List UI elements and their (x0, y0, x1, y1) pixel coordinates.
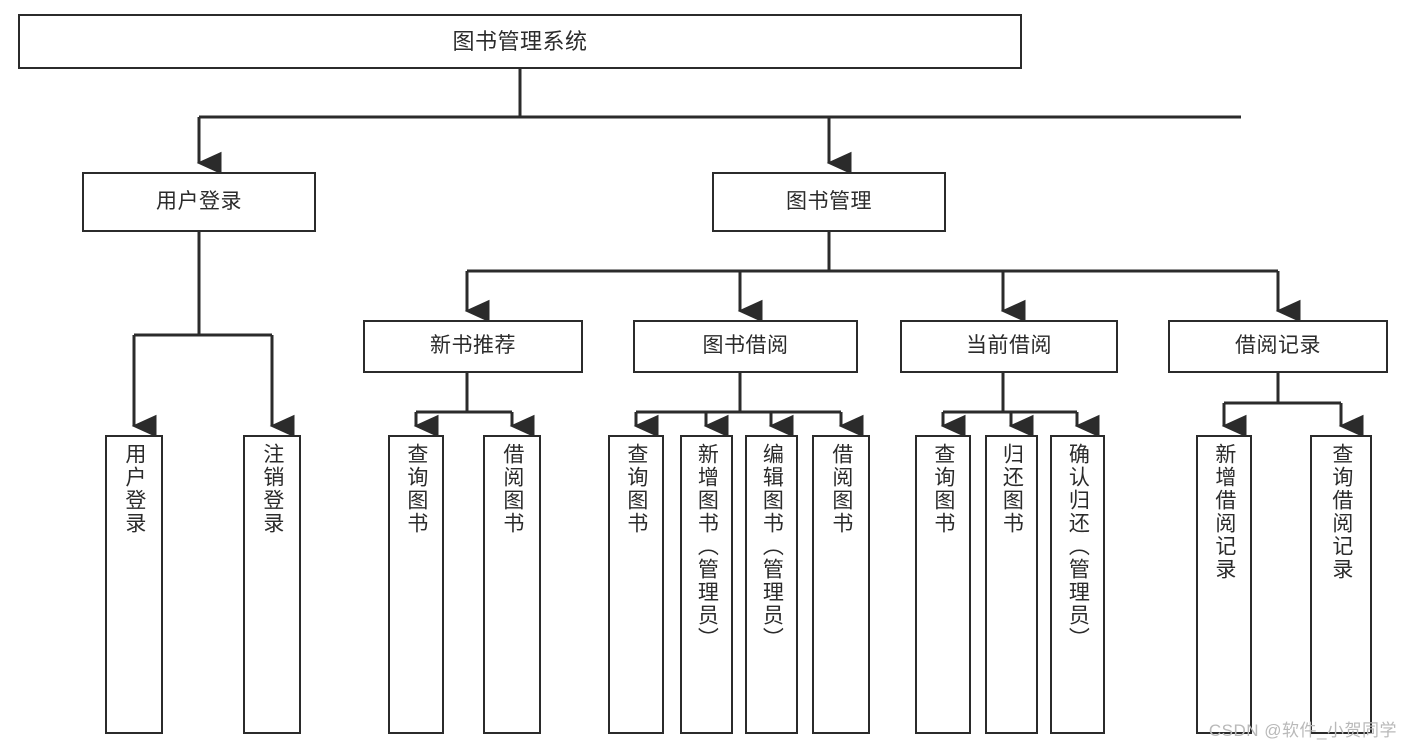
node-borrow-record-label: 借阅记录 (1235, 334, 1321, 358)
leaf-node[interactable]: 归还图书 (985, 435, 1038, 734)
watermark-text: CSDN @软件_小贺同学 (1208, 721, 1397, 740)
leaf-node[interactable]: 新增图书（管理员） (680, 435, 733, 734)
leaf-node-label: 查询图书 (624, 443, 648, 535)
node-root-label: 图书管理系统 (452, 28, 588, 54)
leaf-node-label: 新增图书（管理员） (695, 443, 719, 650)
leaf-node[interactable]: 注销登录 (243, 435, 301, 734)
leaf-node-label: 新增借阅记录 (1212, 443, 1236, 581)
node-user-login-label: 用户登录 (156, 189, 242, 213)
node-new-book-recommend[interactable]: 新书推荐 (363, 320, 583, 373)
leaf-node-label: 归还图书 (1000, 443, 1024, 535)
leaf-node[interactable]: 查询图书 (915, 435, 971, 734)
leaf-node-label: 借阅图书 (500, 443, 524, 535)
node-book-borrow-label: 图书借阅 (702, 334, 789, 358)
leaf-node[interactable]: 查询借阅记录 (1310, 435, 1372, 734)
leaf-node-label: 确认归还（管理员） (1066, 443, 1090, 650)
leaf-node-label: 查询借阅记录 (1329, 443, 1353, 581)
leaf-node-label: 借阅图书 (829, 443, 853, 535)
leaf-node[interactable]: 查询图书 (388, 435, 444, 734)
node-book-management-label: 图书管理 (786, 189, 872, 213)
leaf-node-label: 查询图书 (404, 443, 428, 535)
node-new-book-recommend-label: 新书推荐 (430, 334, 516, 358)
leaf-node-label: 用户登录 (122, 443, 146, 535)
leaf-node-label: 编辑图书（管理员） (760, 443, 784, 650)
leaf-node[interactable]: 借阅图书 (812, 435, 870, 734)
node-current-borrow[interactable]: 当前借阅 (900, 320, 1118, 373)
leaf-node[interactable]: 编辑图书（管理员） (745, 435, 798, 734)
leaf-node[interactable]: 查询图书 (608, 435, 664, 734)
leaf-node-label: 查询图书 (931, 443, 955, 535)
leaf-node[interactable]: 新增借阅记录 (1196, 435, 1252, 734)
leaf-node[interactable]: 确认归还（管理员） (1050, 435, 1105, 734)
node-root[interactable]: 图书管理系统 (18, 14, 1022, 69)
node-borrow-record[interactable]: 借阅记录 (1168, 320, 1388, 373)
leaf-node[interactable]: 借阅图书 (483, 435, 541, 734)
node-book-borrow[interactable]: 图书借阅 (633, 320, 858, 373)
node-user-login[interactable]: 用户登录 (82, 172, 316, 232)
leaf-node[interactable]: 用户登录 (105, 435, 163, 734)
node-current-borrow-label: 当前借阅 (966, 334, 1052, 358)
leaf-node-label: 注销登录 (260, 443, 284, 535)
node-book-management[interactable]: 图书管理 (712, 172, 946, 232)
